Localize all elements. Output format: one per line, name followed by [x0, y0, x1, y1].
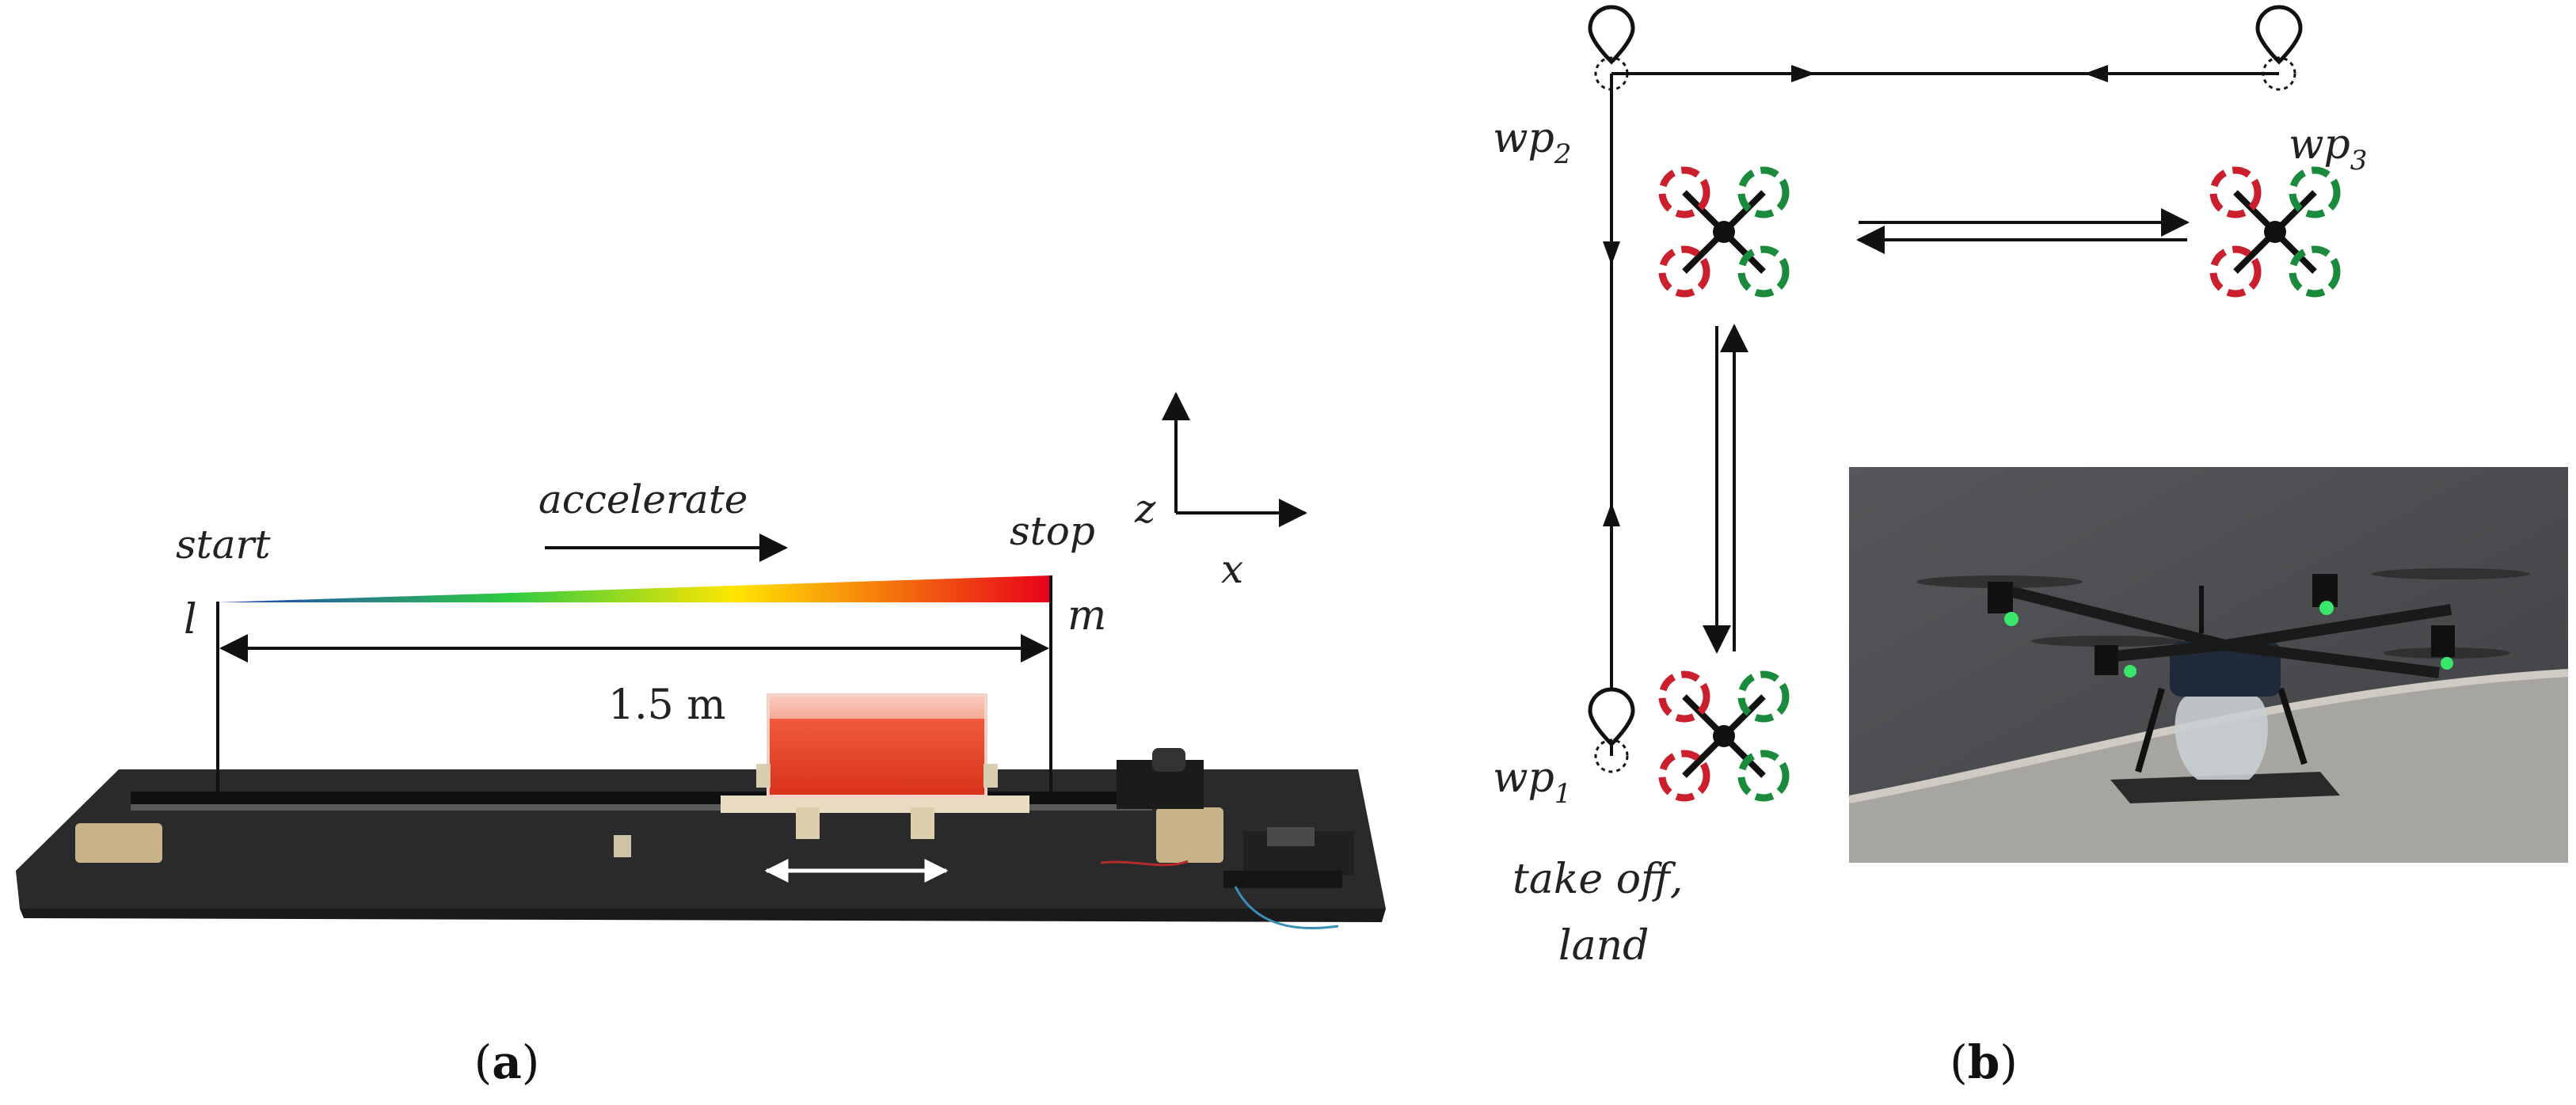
- drone-photo: [1848, 467, 2569, 863]
- wp2-label: wp2: [1493, 115, 1571, 170]
- panel-a: start accelerate stop l m 1.5 m z x (a): [16, 392, 1386, 1089]
- path-arrowhead-left: [2084, 65, 2108, 82]
- path-arrowhead-right: [1791, 65, 1815, 82]
- waypoint-pin-wp2: [1588, 5, 1635, 91]
- quadrotor-icon-wp2: [1658, 166, 1790, 298]
- distance-label: 1.5 m: [608, 682, 726, 729]
- coordinate-axes: z x: [1134, 392, 1307, 592]
- takeoff-land-label-line2: land: [1558, 922, 1649, 970]
- start-label: start: [176, 522, 271, 568]
- panel-b: wp2 wp3 wp1 take off, land: [1493, 5, 2569, 1089]
- quadrotor-icon-wp3: [2209, 166, 2341, 298]
- stop-label: stop: [1010, 508, 1095, 554]
- waypoint-pin-wp3: [2255, 5, 2303, 91]
- wp3-label: wp3: [2289, 121, 2367, 177]
- horizontal-motion-arrows: [1856, 208, 2190, 254]
- takeoff-land-label-line1: take off,: [1512, 856, 1683, 903]
- acceleration-annotation: start accelerate stop l m 1.5 m: [176, 477, 1106, 792]
- flight-path: [1603, 65, 2279, 756]
- z-axis-label: z: [1134, 486, 1156, 532]
- x-axis-label: x: [1221, 546, 1243, 592]
- panel-b-caption: (b): [1950, 1035, 2018, 1089]
- accelerate-label: accelerate: [538, 477, 748, 522]
- path-arrowhead-up: [1603, 503, 1620, 526]
- wp1-label: wp1: [1493, 754, 1571, 810]
- slide-rail-apparatus-photo: [16, 693, 1386, 930]
- vertical-motion-arrows: [1703, 324, 1748, 654]
- m-label: m: [1067, 592, 1106, 640]
- path-arrowhead-down: [1603, 241, 1620, 265]
- panel-a-caption: (a): [474, 1035, 540, 1089]
- l-label: l: [184, 596, 197, 644]
- acceleration-gradient-wedge: [218, 575, 1051, 602]
- quadrotor-icon-wp1: [1658, 670, 1790, 802]
- waypoint-pin-wp1: [1588, 687, 1635, 773]
